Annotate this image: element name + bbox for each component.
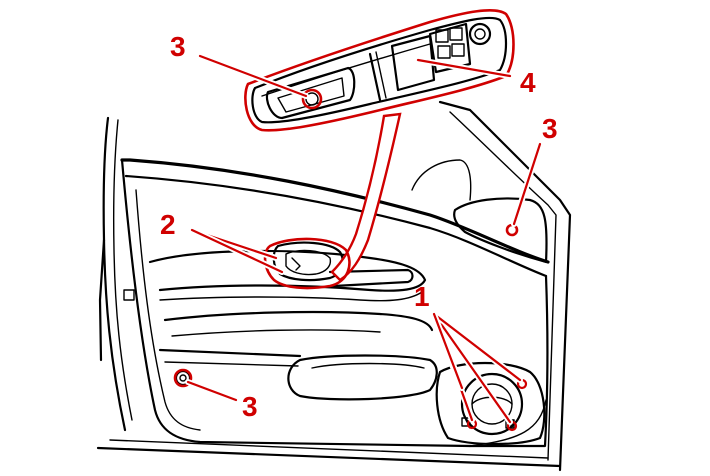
door-trim-panel xyxy=(120,158,550,448)
leader-1b xyxy=(432,312,512,424)
label-upper-trim-screw: 3 xyxy=(542,113,558,144)
connector-band xyxy=(330,112,402,282)
callout-labels: 3 4 3 2 1 3 xyxy=(160,31,558,422)
label-switch-panel-screw: 3 xyxy=(170,31,186,62)
leader-3-upper xyxy=(512,142,542,226)
map-pocket xyxy=(158,348,438,401)
inset-screw-ring xyxy=(301,88,323,110)
handle-outline xyxy=(263,237,351,290)
label-lower-trim-screw: 3 xyxy=(242,391,258,422)
leader-1c xyxy=(432,312,522,382)
label-switch-panel: 4 xyxy=(520,67,536,98)
leader-4 xyxy=(416,58,512,78)
label-speaker-clips: 1 xyxy=(414,281,430,312)
label-handle-bezel: 2 xyxy=(160,209,176,240)
armrest xyxy=(148,249,434,337)
leader-2b xyxy=(190,228,284,274)
door-frame xyxy=(96,100,572,472)
leader-1d xyxy=(432,312,464,390)
lower-screw-ring xyxy=(173,368,193,388)
mirror-patch xyxy=(411,159,548,264)
leader-3-lower xyxy=(186,380,238,402)
switch-panel-inset xyxy=(251,16,508,124)
handle-bezel xyxy=(272,241,344,282)
leader-lines xyxy=(185,53,543,425)
leader-3-inset xyxy=(198,54,308,98)
